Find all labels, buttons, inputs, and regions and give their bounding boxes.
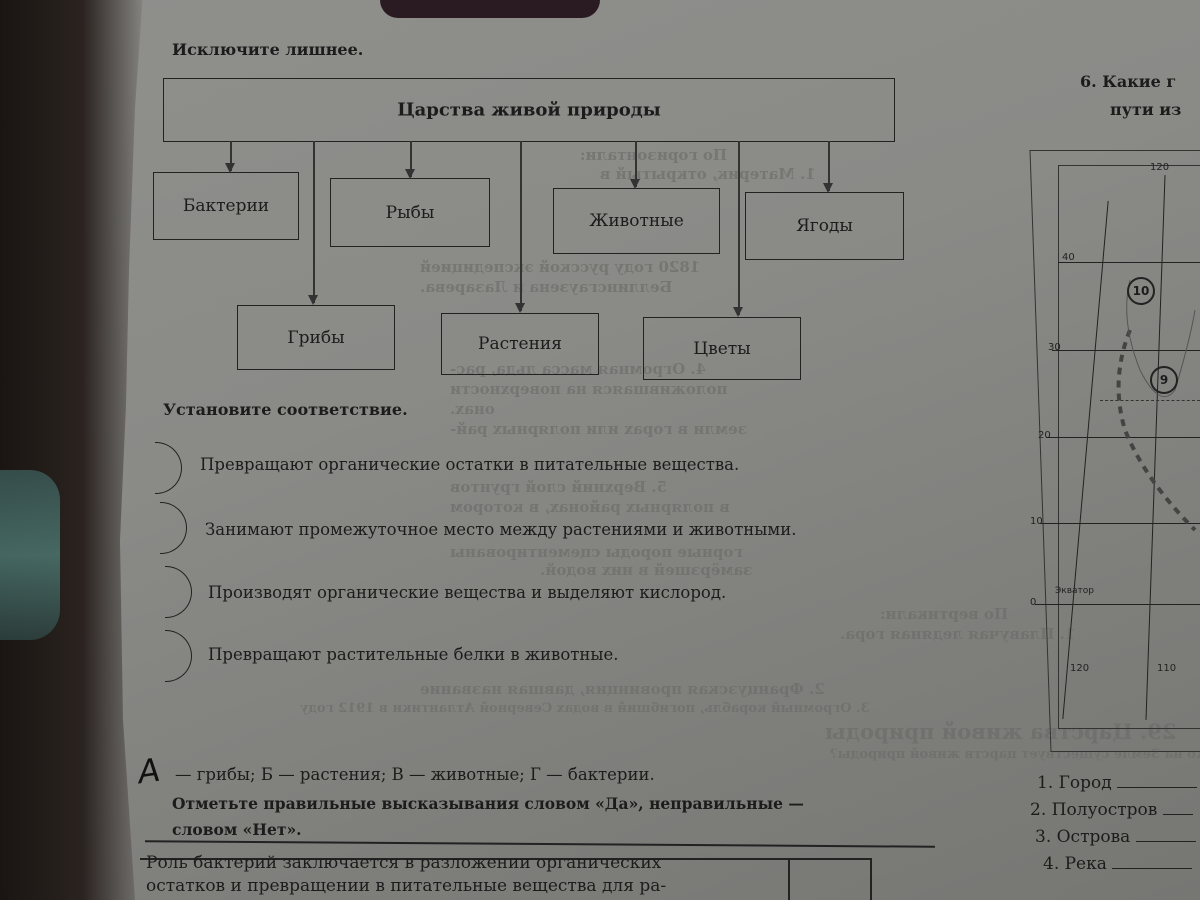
map-label: 0 <box>1030 597 1037 608</box>
answer-blank[interactable] <box>1112 868 1193 869</box>
option-label: Растения <box>478 334 562 354</box>
map-dashed-line <box>1100 400 1200 401</box>
bleed-line: земли в горах или полярных рай- <box>450 420 748 438</box>
bleed-line: положившаяся на поверхности <box>450 380 728 398</box>
map-gridline <box>1046 437 1200 438</box>
yes-no-title-line2: словом «Нет». <box>172 820 302 839</box>
map-label: 110 <box>1157 663 1177 674</box>
equator-label: Экватор <box>1055 586 1095 596</box>
fabric-background <box>0 470 60 640</box>
statement: Превращают растительные белки в животные… <box>208 645 619 664</box>
answer-blank[interactable] <box>1162 814 1193 815</box>
handwritten-mark: А <box>135 750 163 792</box>
bleed-line: 2. Французская провинция, давшая названи… <box>420 680 825 698</box>
map-label: 20 <box>1038 430 1051 441</box>
map-label: 10 <box>1030 516 1043 527</box>
kingdoms-header-label: Царства живой природы <box>397 99 661 121</box>
map-label: 120 <box>1070 663 1090 674</box>
bleed-line: 1820 году русской экспедицией <box>420 258 701 276</box>
option-label: Грибы <box>287 327 345 348</box>
table-column-border <box>788 858 790 900</box>
option-box[interactable]: Растения <box>441 313 599 375</box>
option-box[interactable]: Бактерии <box>153 172 299 240</box>
dark-background-edge <box>0 0 143 900</box>
statement: Производят органические вещества и выдел… <box>208 583 727 602</box>
bleed-line: горные породы сцементированы <box>450 543 743 561</box>
option-label: Бактерии <box>182 196 270 216</box>
statement: Занимают промежуточное место между расте… <box>205 520 797 539</box>
arrow <box>734 141 742 317</box>
answer-label: 3. Острова <box>1035 827 1196 847</box>
bleed-line: онах. <box>450 400 495 418</box>
route-path <box>1116 280 1197 532</box>
answer-bracket[interactable] <box>160 502 187 554</box>
bleed-line: По горизонтали: <box>580 146 728 164</box>
answer-label: 2. Полуостров <box>1030 800 1193 820</box>
arrow <box>406 141 414 179</box>
answer-label-text: 4. Река <box>1043 854 1107 874</box>
map-label: 30 <box>1048 342 1061 353</box>
question-line2: пути из <box>1110 100 1182 119</box>
map-gridline <box>1035 604 1200 605</box>
bleed-line: 5. Верхний слой грунтов <box>450 478 668 496</box>
bleed-line: 1. Плавучая ледяная гора. <box>840 625 1076 643</box>
answer-label: 4. Река <box>1043 854 1193 874</box>
answer-label-text: 2. Полуостров <box>1030 800 1158 820</box>
answer-label-text: 3. Острова <box>1035 827 1131 847</box>
bleed-line: в полярных районах, в котором <box>450 498 730 516</box>
arrow <box>309 141 317 305</box>
option-box[interactable]: Животные <box>553 188 720 254</box>
answer-cell[interactable] <box>792 862 866 898</box>
option-label: Цветы <box>693 338 751 359</box>
answer-bracket[interactable] <box>165 630 192 682</box>
answer-blank[interactable] <box>1135 841 1196 842</box>
answer-label-text: 1. Город <box>1037 773 1112 793</box>
arrow <box>824 141 832 193</box>
yes-no-title-line1: Отметьте правильные высказывания словом … <box>172 794 804 813</box>
map-frame-inner <box>1058 165 1200 729</box>
answer-key: — грибы; Б — растения; В — животные; Г —… <box>175 765 655 784</box>
table-right-border <box>870 858 872 900</box>
option-box[interactable]: Ягоды <box>745 192 904 260</box>
question-line1: 6. Какие г <box>1080 72 1177 91</box>
map-gridline <box>1058 262 1200 263</box>
arrow <box>631 141 639 189</box>
answer-bracket[interactable] <box>165 566 192 618</box>
option-label: Животные <box>589 211 684 231</box>
bleed-line: 3. Огромный корабль, погибший в водах Се… <box>300 701 870 716</box>
divider <box>145 840 935 848</box>
statement: Превращают органические остатки в питате… <box>200 455 740 474</box>
bleed-line: замёрзшей в них водой. <box>540 561 753 579</box>
map-gridline <box>1052 350 1200 351</box>
exclude-task-title: Исключите лишнее. <box>172 40 364 59</box>
table-top-border <box>140 858 870 860</box>
arrow <box>226 141 234 173</box>
answer-blank[interactable] <box>1117 787 1198 788</box>
match-task-title: Установите соответствие. <box>163 400 408 419</box>
top-shadow <box>380 0 600 18</box>
arrow <box>516 141 524 313</box>
map-gridline <box>1040 523 1200 524</box>
kingdoms-header-box: Царства живой природы <box>163 78 895 142</box>
map-marker: 10 <box>1127 277 1155 305</box>
option-box[interactable]: Цветы <box>643 317 801 380</box>
option-box[interactable]: Грибы <box>237 305 395 370</box>
bleed-line: Беллинсгаузена и Лазарева. <box>420 278 673 296</box>
option-label: Рыбы <box>385 202 435 223</box>
answer-bracket[interactable] <box>155 442 182 494</box>
bleed-line: По вертикали: <box>880 605 1009 623</box>
statement-text: остатков и превращении в питательные вещ… <box>146 876 667 896</box>
map-label: 40 <box>1062 252 1075 263</box>
map-marker: 9 <box>1150 366 1178 394</box>
option-label: Ягоды <box>796 216 853 236</box>
option-box[interactable]: Рыбы <box>330 178 490 247</box>
statement-text: Роль бактерий заключается в разложении о… <box>146 853 662 873</box>
map-label: 120 <box>1150 162 1170 173</box>
answer-label: 1. Город <box>1037 773 1198 793</box>
